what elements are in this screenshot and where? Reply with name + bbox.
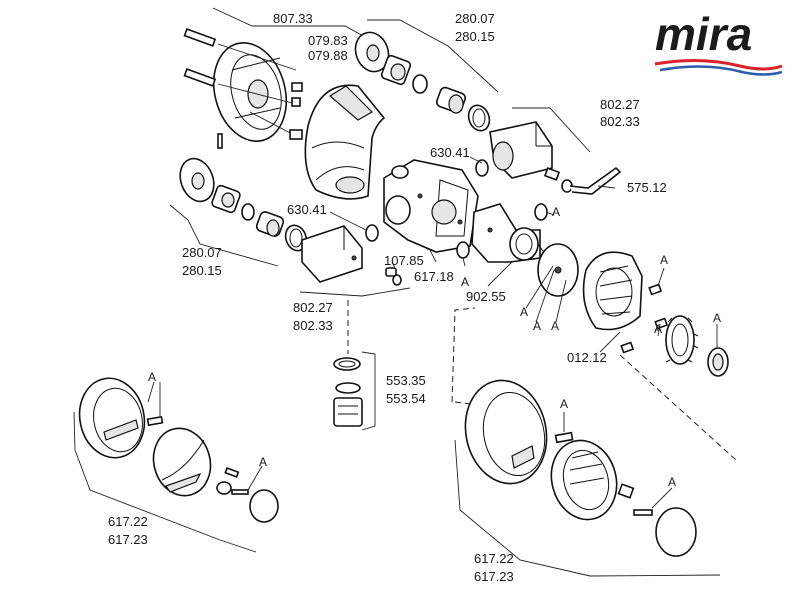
marker-a: A xyxy=(148,370,156,384)
left-check-valve-parts xyxy=(179,157,308,252)
label-553-54: 553.54 xyxy=(386,391,426,406)
label-617-22-right: 617.22 xyxy=(474,551,514,566)
marker-a: A xyxy=(552,205,560,219)
o-ring-cartridge-top xyxy=(534,203,548,221)
allen-key-575-12 xyxy=(569,166,622,195)
marker-a: A xyxy=(551,319,559,333)
dashed-link-left xyxy=(451,307,476,403)
mira-logo: mira xyxy=(654,8,783,76)
connector-553 xyxy=(333,357,363,427)
bracket-280-top xyxy=(367,19,499,93)
bracket-617-right xyxy=(454,439,721,577)
right-knob-assembly xyxy=(464,379,697,557)
bracket-617-left xyxy=(73,411,257,553)
label-617-23-left: 617.23 xyxy=(108,532,148,547)
dashed-link-right xyxy=(619,354,737,461)
top-check-valve-parts xyxy=(354,31,491,132)
shroud-079 xyxy=(304,84,386,200)
cartridge-902-55 xyxy=(471,203,549,263)
label-630-41-b: 630.41 xyxy=(287,202,327,217)
bracket-802-top xyxy=(512,107,591,153)
marker-a: A xyxy=(713,311,721,325)
elbow-802-mid xyxy=(301,225,363,283)
spline-gear xyxy=(665,315,699,365)
marker-a: A xyxy=(668,475,676,489)
label-079-83: 079.83 xyxy=(308,33,348,48)
label-802-27-mid: 802.27 xyxy=(293,300,333,315)
label-012-12: 012.12 xyxy=(567,350,607,365)
part-labels: 807.33 079.83 079.88 280.07 280.15 802.2… xyxy=(108,11,667,584)
valve-body-617-18 xyxy=(383,159,479,253)
o-ring-cartridge-left xyxy=(456,241,470,259)
label-802-33-mid: 802.33 xyxy=(293,318,333,333)
label-553-35: 553.35 xyxy=(386,373,426,388)
label-902-55: 902.55 xyxy=(466,289,506,304)
bracket-553 xyxy=(361,351,376,431)
label-807-33: 807.33 xyxy=(273,11,313,26)
a-markers: A A A A A A A A A A A A xyxy=(148,205,721,489)
marker-a: A xyxy=(654,322,662,336)
left-knob-assembly xyxy=(78,377,279,523)
label-107-85: 107.85 xyxy=(384,253,424,268)
bracket-280-left xyxy=(169,204,279,267)
elbow-802-top xyxy=(489,121,573,193)
label-630-41-a: 630.41 xyxy=(430,145,470,160)
label-280-15-top: 280.15 xyxy=(455,29,495,44)
label-617-18: 617.18 xyxy=(414,269,454,284)
marker-a: A xyxy=(259,455,267,469)
label-617-22-left: 617.22 xyxy=(108,514,148,529)
marker-a: A xyxy=(461,275,469,289)
label-280-15-left: 280.15 xyxy=(182,263,222,278)
hub-012-12 xyxy=(582,251,669,354)
label-802-33-top: 802.33 xyxy=(600,114,640,129)
pin-107-85-end xyxy=(392,274,402,286)
logo-text: mira xyxy=(655,8,752,60)
label-802-27-top: 802.27 xyxy=(600,97,640,112)
leader-lines xyxy=(147,156,718,509)
label-575-12: 575.12 xyxy=(627,180,667,195)
label-280-07-top: 280.07 xyxy=(455,11,495,26)
logo-swoosh-red xyxy=(654,58,783,71)
marker-a: A xyxy=(533,319,541,333)
spline-adaptor xyxy=(707,347,729,377)
marker-a: A xyxy=(560,397,568,411)
marker-a: A xyxy=(520,305,528,319)
label-079-88: 079.88 xyxy=(308,48,348,63)
o-ring-630-41-left xyxy=(365,224,379,242)
label-617-23-right: 617.23 xyxy=(474,569,514,584)
pin-107-85 xyxy=(385,267,397,277)
o-ring-630-41-top xyxy=(475,159,489,177)
label-280-07-left: 280.07 xyxy=(182,245,222,260)
wall-plugs xyxy=(183,28,303,149)
marker-a: A xyxy=(660,253,668,267)
logo-swoosh-blue xyxy=(659,65,783,76)
bracket-802-mid xyxy=(299,287,411,297)
